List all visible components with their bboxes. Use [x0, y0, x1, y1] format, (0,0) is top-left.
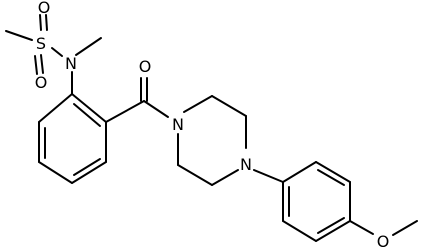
- bond-ring1-inner-b: [73, 158, 101, 176]
- bond-s-o-top-a: [39, 14, 42, 31]
- bond-n-methyl: [75, 37, 102, 56]
- bond-carbonyl-n: [143, 100, 169, 118]
- bond-n-aryl2: [253, 169, 284, 183]
- atom-label-o-bottom: O: [35, 73, 48, 92]
- atom-label-o-methoxy: O: [377, 232, 390, 251]
- bond-s-o-top-b: [45, 14, 48, 31]
- bond-pip-4: [211, 169, 239, 186]
- bond-s-n: [51, 47, 63, 57]
- bond-o-methyl: [392, 220, 418, 236]
- bond-ring-carbonyl: [105, 100, 145, 123]
- bond-ring2-1: [282, 161, 317, 183]
- bond-s-o-bottom-b: [40, 54, 44, 74]
- bond-ring2-inner-b: [317, 217, 345, 234]
- atom-label-n-piperazine-4: N: [240, 155, 252, 174]
- bond-ring1-inner-c: [73, 103, 101, 127]
- bond-ring1-1: [38, 93, 73, 123]
- bond-ring1-6: [71, 93, 107, 123]
- atom-label-n-sulfonamide: N: [65, 54, 77, 73]
- bond-pip-5: [177, 164, 213, 186]
- bond-ring1-3: [38, 161, 73, 184]
- bond-ring2-4: [315, 220, 351, 242]
- bond-ring2-5: [282, 220, 317, 242]
- bond-ring2-inner-a: [317, 169, 345, 186]
- bond-pip-1: [183, 95, 213, 113]
- bond-ring2-2: [315, 161, 351, 183]
- bond-s-o-bottom-a: [34, 55, 38, 75]
- atom-label-n-piperazine-1: N: [172, 115, 184, 134]
- bond-methyl-s: [5, 30, 33, 41]
- bond-pip-2: [211, 95, 247, 117]
- atom-label-o-carbonyl: O: [139, 57, 152, 76]
- bond-ring1-4: [71, 161, 107, 184]
- atom-label-o-top: O: [38, 0, 51, 17]
- bond-ring-o-methoxy: [349, 220, 374, 235]
- atom-label-s: S: [36, 34, 46, 53]
